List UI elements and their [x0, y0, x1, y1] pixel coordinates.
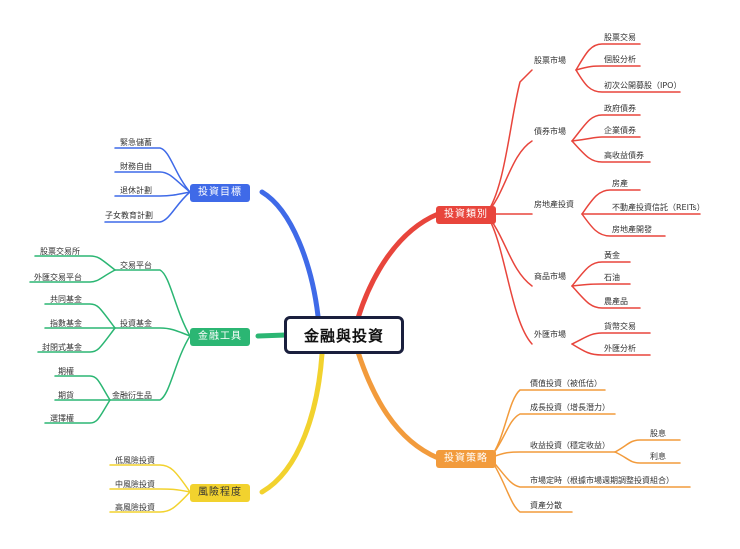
group-trading-platforms[interactable]: 交易平台 — [120, 261, 152, 270]
leaf-income-investing[interactable]: 收益投資（穩定收益） — [530, 441, 610, 450]
group-real-estate[interactable]: 房地產投資 — [534, 200, 574, 209]
leaf-low-risk[interactable]: 低風險投資 — [115, 456, 155, 465]
branch-financial-tools[interactable]: 金融工具 — [190, 328, 250, 346]
leaf-forex-platform[interactable]: 外匯交易平台 — [34, 273, 82, 282]
group-forex-market[interactable]: 外匯市場 — [534, 330, 566, 339]
trunk-risk — [259, 351, 325, 495]
leaf-options[interactable]: 期權 — [58, 367, 74, 376]
branch-investment-types[interactable]: 投資類別 — [436, 206, 496, 224]
leaf-futures[interactable]: 期貨 — [58, 391, 74, 400]
branch-risk-level[interactable]: 風險程度 — [190, 484, 250, 502]
leaf-retirement-plan[interactable]: 退休計劃 — [120, 186, 152, 195]
leaf-forex-analysis[interactable]: 外匯分析 — [604, 344, 636, 353]
leaf-options-alt[interactable]: 選擇權 — [50, 414, 74, 423]
branch-investment-goals[interactable]: 投資目標 — [190, 184, 250, 202]
leaf-government-bonds[interactable]: 政府債券 — [604, 104, 636, 113]
central-topic[interactable]: 金融與投資 — [284, 316, 404, 354]
leaf-financial-freedom[interactable]: 財務自由 — [120, 162, 152, 171]
leaf-emergency-savings[interactable]: 緊急儲蓄 — [120, 138, 152, 147]
trunk-strategy — [355, 349, 441, 461]
leaf-market-timing[interactable]: 市場定時（根據市場週期調整投資組合） — [530, 476, 674, 485]
leaf-index-funds[interactable]: 指數基金 — [50, 319, 82, 328]
leaf-high-risk[interactable]: 高風險投資 — [115, 503, 155, 512]
trunk-goals — [259, 189, 321, 319]
leaf-corporate-bonds[interactable]: 企業債券 — [604, 126, 636, 135]
leaf-gold[interactable]: 黃金 — [604, 251, 620, 260]
group-commodities[interactable]: 商品市場 — [534, 272, 566, 281]
group-derivatives[interactable]: 金融衍生品 — [112, 391, 152, 400]
leaf-property[interactable]: 房產 — [612, 179, 628, 188]
leaf-oil[interactable]: 石油 — [604, 273, 620, 282]
leaf-reits[interactable]: 不動產投資信託（REITs） — [612, 203, 705, 212]
leaf-interest[interactable]: 利息 — [650, 452, 666, 461]
leaf-growth-investing[interactable]: 成長投資（增長潛力） — [530, 403, 610, 412]
leaf-currency-trading[interactable]: 貨幣交易 — [604, 322, 636, 331]
leaf-diversification[interactable]: 資產分散 — [530, 501, 562, 510]
leaf-stock-exchange[interactable]: 股票交易所 — [40, 247, 80, 256]
leaf-medium-risk[interactable]: 中風險投資 — [115, 480, 155, 489]
group-stock-market[interactable]: 股票市場 — [534, 56, 566, 65]
leaf-children-education[interactable]: 子女教育計劃 — [105, 211, 153, 220]
leaf-agricultural-products[interactable]: 農產品 — [604, 297, 628, 306]
branch-investment-strategy[interactable]: 投資策略 — [436, 450, 496, 468]
leaf-ipo[interactable]: 初次公開募股（IPO） — [604, 81, 682, 90]
leaf-stock-analysis[interactable]: 個股分析 — [604, 55, 636, 64]
leaf-dividends[interactable]: 股息 — [650, 429, 666, 438]
group-bond-market[interactable]: 債券市場 — [534, 127, 566, 136]
leaf-real-estate-development[interactable]: 房地產開發 — [612, 225, 652, 234]
group-investment-funds[interactable]: 投資基金 — [120, 319, 152, 328]
leaf-stock-trading[interactable]: 股票交易 — [604, 33, 636, 42]
leaf-mutual-funds[interactable]: 共同基金 — [50, 295, 82, 304]
leaf-value-investing[interactable]: 價值投資（被低估） — [530, 379, 602, 388]
leaf-high-yield-bonds[interactable]: 高收益債券 — [604, 151, 644, 160]
trunk-types — [355, 211, 441, 321]
leaf-closed-end-funds[interactable]: 封閉式基金 — [42, 343, 82, 352]
trunk-tools — [255, 332, 289, 339]
